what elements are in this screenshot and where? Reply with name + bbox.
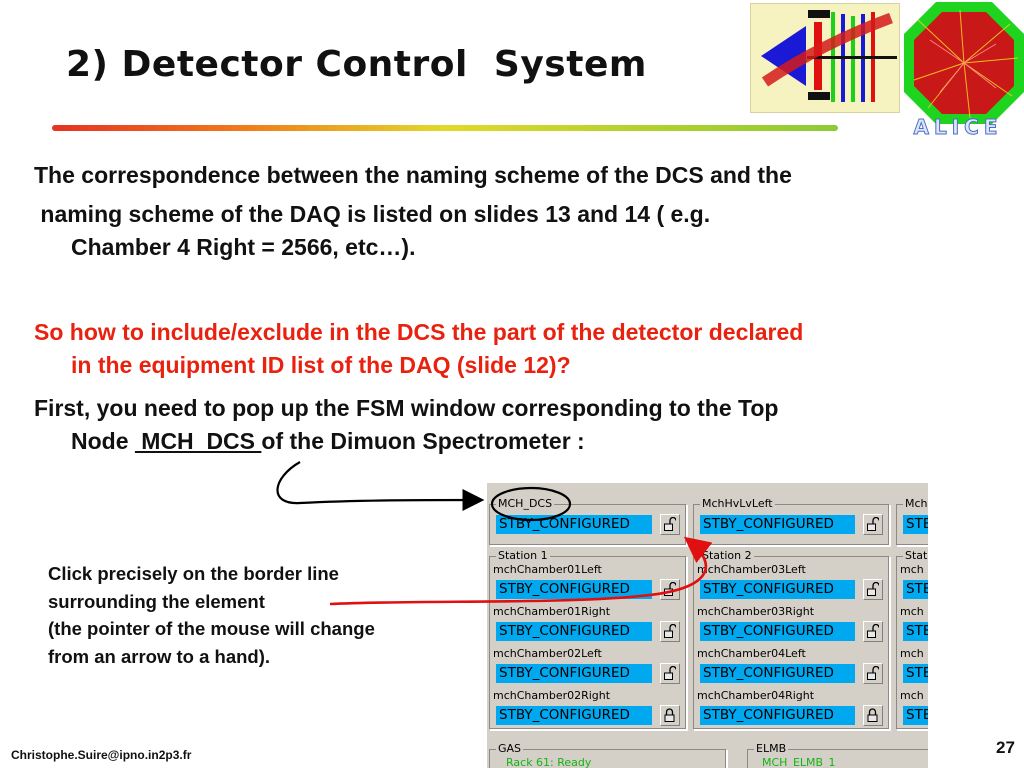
state-field[interactable]: STBY_CONFIGURED — [496, 664, 652, 683]
group-label: GAS — [496, 742, 524, 756]
unlock-icon[interactable] — [660, 579, 680, 600]
station-2-group[interactable]: Station 2 mchChamber03Left STBY_CONFIGUR… — [693, 549, 890, 730]
state-field[interactable]: STBY_CONFIGURED — [700, 622, 855, 641]
slide-title: 2) Detector Control System — [66, 44, 647, 85]
chamber-label: mchChamber02Left — [493, 647, 602, 660]
page-number: 27 — [996, 738, 1015, 757]
paragraph-line: naming scheme of the DAQ is listed on sl… — [34, 201, 711, 227]
elmb-group[interactable]: ELMB MCH_ELMB_1 — [747, 742, 928, 768]
paragraph-line: So how to include/exclude in the DCS the… — [34, 319, 804, 345]
unlock-icon[interactable] — [863, 579, 883, 600]
unlock-icon[interactable] — [660, 514, 680, 535]
chamber-label: mchChamber01Right — [493, 605, 611, 618]
mch-hv-lv-left-node[interactable]: MchHvLvLeft STBY_CONFIGURED — [693, 497, 890, 546]
node-name: MCH DCS — [134, 428, 262, 454]
state-field[interactable]: STB — [903, 664, 928, 683]
gas-group[interactable]: GAS Rack 61: Ready — [489, 742, 727, 768]
group-label: ELMB — [754, 742, 789, 756]
black-pointer-arrow — [276, 461, 485, 512]
state-field[interactable]: STBY_CONFIGURED — [700, 580, 855, 599]
node-label: MchHvLvLeft — [700, 497, 775, 511]
paragraph-line: Node MCH DCS of the Dimuon Spectrometer … — [34, 425, 778, 458]
state-field[interactable]: STBY_CONFIGURED — [700, 664, 855, 683]
state-field[interactable]: STBY_CONFIGURED — [700, 706, 855, 725]
station-label: Station 1 — [496, 549, 550, 563]
paragraph-question: So how to include/exclude in the DCS the… — [34, 316, 803, 382]
unlock-icon[interactable] — [660, 621, 680, 642]
paragraph-line: The correspondence between the naming sc… — [34, 162, 792, 188]
lock-icon[interactable] — [863, 705, 883, 726]
chamber-label: mch — [900, 689, 924, 702]
state-field[interactable]: STBY_CONFIGURED — [700, 515, 855, 534]
unlock-icon[interactable] — [660, 663, 680, 684]
state-field[interactable]: STBY_CONFIGURED — [496, 580, 652, 599]
chamber-label: mchChamber02Right — [493, 689, 611, 702]
mch-third-node[interactable]: Mch STB — [896, 497, 928, 546]
lock-icon[interactable] — [660, 705, 680, 726]
node-prefix: Node — [71, 428, 135, 454]
paragraph-line: First, you need to pop up the FSM window… — [34, 395, 779, 421]
chamber-label: mchChamber03Left — [697, 563, 806, 576]
chamber-label: mchChamber04Right — [697, 689, 815, 702]
footer-email: Christophe.Suire@ipno.in2p3.fr — [11, 748, 192, 762]
station-3-group[interactable]: Stat mch STB mch STB mch STB mch STB — [896, 549, 928, 730]
state-field[interactable]: STB — [903, 580, 928, 599]
paragraph-correspondence-cont: naming scheme of the DAQ is listed on sl… — [34, 198, 710, 264]
station-label: Stat — [903, 549, 928, 563]
unlock-icon[interactable] — [863, 663, 883, 684]
title-underline — [52, 125, 838, 131]
state-field[interactable]: STBY_CONFIGURED — [496, 622, 652, 641]
mch-dcs-node[interactable]: MCH_DCS STBY_CONFIGURED — [489, 497, 687, 546]
dimuon-spectrometer-logo — [750, 3, 900, 113]
node-label: MCH_DCS — [496, 497, 555, 511]
alice-logo-text: ALICE — [913, 115, 1003, 140]
paragraph-correspondence: The correspondence between the naming sc… — [34, 159, 792, 192]
paragraph-line: Chamber 4 Right = 2566, etc…). — [71, 234, 416, 260]
station-1-group[interactable]: Station 1 mchChamber01Left STBY_CONFIGUR… — [489, 549, 687, 730]
chamber-label: mch — [900, 605, 924, 618]
chamber-label: mchChamber04Left — [697, 647, 806, 660]
paragraph-line: in the equipment ID list of the DAQ (sli… — [71, 352, 571, 378]
state-field[interactable]: STB — [903, 706, 928, 725]
click-instruction-note: Click precisely on the border line surro… — [48, 563, 375, 667]
fsm-panel: MCH_DCS STBY_CONFIGURED MchHvLvLeft STBY… — [487, 483, 928, 768]
paragraph-instruction: First, you need to pop up the FSM window… — [34, 392, 778, 458]
chamber-label: mchChamber03Right — [697, 605, 815, 618]
node-suffix: of the Dimuon Spectrometer : — [261, 428, 585, 454]
state-field[interactable]: STB — [903, 622, 928, 641]
chamber-label: mch — [900, 563, 924, 576]
chamber-label: mchChamber01Left — [493, 563, 602, 576]
gas-status: Rack 61: Ready — [506, 756, 592, 768]
node-label: Mch — [903, 497, 928, 511]
unlock-icon[interactable] — [863, 514, 883, 535]
station-label: Station 2 — [700, 549, 754, 563]
alice-logo — [900, 0, 1024, 132]
unlock-icon[interactable] — [863, 621, 883, 642]
state-field[interactable]: STB — [903, 515, 928, 534]
state-field[interactable]: STBY_CONFIGURED — [496, 515, 652, 534]
chamber-label: mch — [900, 647, 924, 660]
state-field[interactable]: STBY_CONFIGURED — [496, 706, 652, 725]
elmb-status: MCH_ELMB_1 — [762, 756, 836, 768]
